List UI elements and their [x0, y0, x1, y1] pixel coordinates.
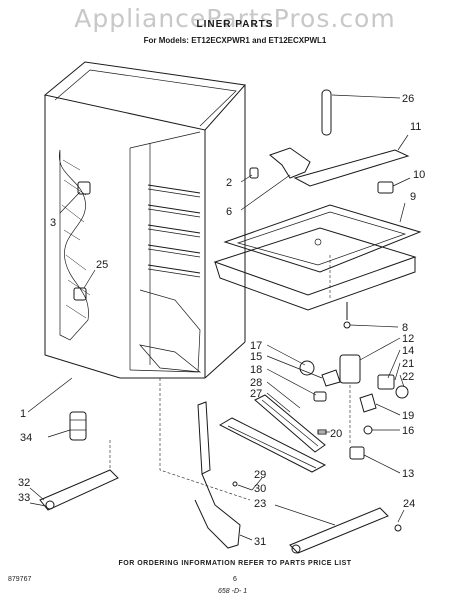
- ordering-note: FOR ORDERING INFORMATION REFER TO PARTS …: [118, 560, 352, 567]
- callout-22: 22: [402, 371, 414, 383]
- drawing-code: 879767: [8, 576, 32, 583]
- part-9-tray: [213, 202, 422, 311]
- callout-16: 16: [402, 425, 414, 437]
- callout-11: 11: [410, 121, 421, 133]
- part-26-rod: [321, 89, 332, 136]
- callout-13: 13: [402, 468, 414, 480]
- callout-34: 34: [20, 432, 32, 444]
- callout-25: 25: [96, 259, 108, 271]
- callout-31: 31: [254, 536, 266, 548]
- part-27-28-bracket: [218, 381, 327, 473]
- part-11-cover: [293, 149, 410, 187]
- callout-10: 10: [413, 169, 425, 181]
- light-control-assembly: [266, 337, 409, 474]
- callout-17: 17: [250, 340, 262, 352]
- part-3-fitting: [59, 181, 91, 214]
- callout-15: 15: [250, 351, 262, 363]
- part-32-33-hinge: [29, 469, 119, 511]
- callout-24: 24: [403, 498, 415, 510]
- watermark: AppliancePartsPros.com: [74, 4, 396, 33]
- callout-29: 29: [254, 469, 266, 481]
- diagram-subtitle: For Models: ET12ECXPWR1 and ET12ECXPWL1: [143, 36, 327, 45]
- callout-28: 28: [250, 377, 262, 389]
- callout-6: 6: [226, 206, 232, 218]
- callout-12: 12: [402, 333, 414, 345]
- part-34-foot: [47, 411, 87, 441]
- callout-18: 18: [250, 364, 262, 376]
- callout-30: 30: [254, 483, 266, 495]
- callout-8: 8: [402, 322, 408, 334]
- callout-23: 23: [254, 498, 266, 510]
- callout-19: 19: [402, 410, 414, 422]
- part-25-fitting: [73, 269, 96, 301]
- liner-cabinet: [43, 61, 246, 379]
- callout-1: 1: [20, 408, 26, 420]
- callout-2: 2: [226, 177, 232, 189]
- callout-27: 27: [250, 388, 262, 400]
- callout-26: 26: [402, 93, 414, 105]
- part-23-24-bar: [274, 504, 405, 554]
- callout-32: 32: [18, 477, 30, 489]
- part-2-6-bracket: [240, 147, 311, 211]
- part-10-clip: [377, 181, 394, 194]
- callout-14: 14: [402, 345, 414, 357]
- callout-3: 3: [50, 217, 56, 229]
- part-29-31-drain: [194, 401, 263, 549]
- page-reference: 658 -D- 1: [218, 588, 248, 595]
- callout-9: 9: [410, 191, 416, 203]
- callout-21: 21: [402, 358, 414, 370]
- callout-20: 20: [330, 428, 342, 440]
- callout-33: 33: [18, 492, 30, 504]
- diagram-title: LINER PARTS: [196, 19, 274, 30]
- page-number: 6: [233, 576, 237, 583]
